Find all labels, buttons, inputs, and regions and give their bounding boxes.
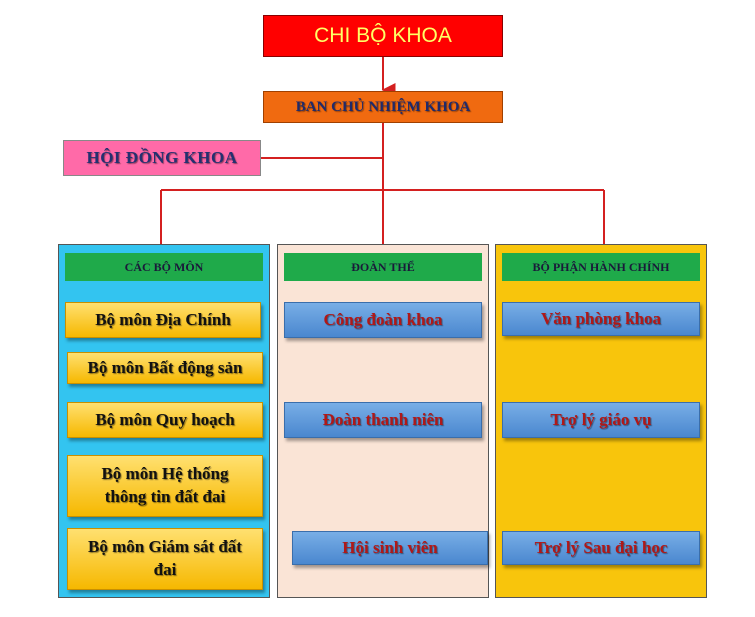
node-ban-chu-nhiem-khoa: BAN CHỦ NHIỆM KHOA xyxy=(263,91,503,123)
node-label: HỘI ĐỒNG KHOA xyxy=(86,148,238,167)
node-cong-doan-khoa: Công đoàn khoa xyxy=(284,302,482,338)
node-van-phong-khoa: Văn phòng khoa xyxy=(502,302,700,336)
node-bo-mon-giam-sat: Bộ môn Giám sát đất đai xyxy=(67,528,263,590)
node-hoi-dong-khoa: HỘI ĐỒNG KHOA xyxy=(63,140,261,176)
node-label: CHI BỘ KHOA xyxy=(314,24,452,47)
panel-header: BỘ PHẬN HÀNH CHÍNH xyxy=(502,253,700,281)
node-doan-thanh-nien: Đoàn thanh niên xyxy=(284,402,482,438)
node-tro-ly-sau-dai-hoc: Trợ lý Sau đại học xyxy=(502,531,700,565)
node-chi-bo-khoa: CHI BỘ KHOA xyxy=(263,15,503,57)
node-bo-mon-bat-dong-san: Bộ môn Bất động sản xyxy=(67,352,263,384)
panel-cac-bo-mon: CÁC BỘ MÔN Bộ môn Địa Chính Bộ môn Bất đ… xyxy=(58,244,270,598)
node-bo-mon-dia-chinh: Bộ môn Địa Chính xyxy=(65,302,261,338)
node-tro-ly-giao-vu: Trợ lý giáo vụ xyxy=(502,402,700,438)
panel-bo-phan-hanh-chinh: BỘ PHẬN HÀNH CHÍNH Văn phòng khoa Trợ lý… xyxy=(495,244,707,598)
node-hoi-sinh-vien: Hội sinh viên xyxy=(292,531,488,565)
panel-header: ĐOÀN THỂ xyxy=(284,253,482,281)
node-bo-mon-quy-hoach: Bộ môn Quy hoạch xyxy=(67,402,263,438)
node-label: BAN CHỦ NHIỆM KHOA xyxy=(295,98,471,115)
node-bo-mon-he-thong-thong-tin: Bộ môn Hệ thống thông tin đất đai xyxy=(67,455,263,517)
panel-doan-the: ĐOÀN THỂ Công đoàn khoa Đoàn thanh niên … xyxy=(277,244,489,598)
panel-header: CÁC BỘ MÔN xyxy=(65,253,263,281)
